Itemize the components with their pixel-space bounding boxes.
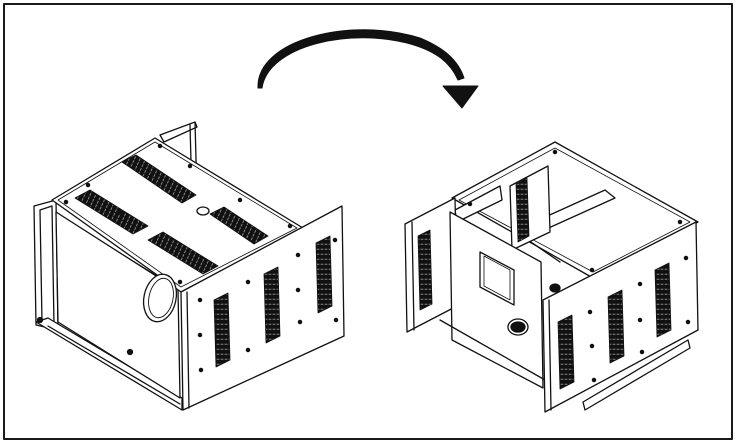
figure-border <box>3 3 733 440</box>
curved-arrow-icon <box>257 29 479 109</box>
chassis-flipped-icon <box>404 141 699 413</box>
chassis-upright-icon <box>33 121 345 411</box>
